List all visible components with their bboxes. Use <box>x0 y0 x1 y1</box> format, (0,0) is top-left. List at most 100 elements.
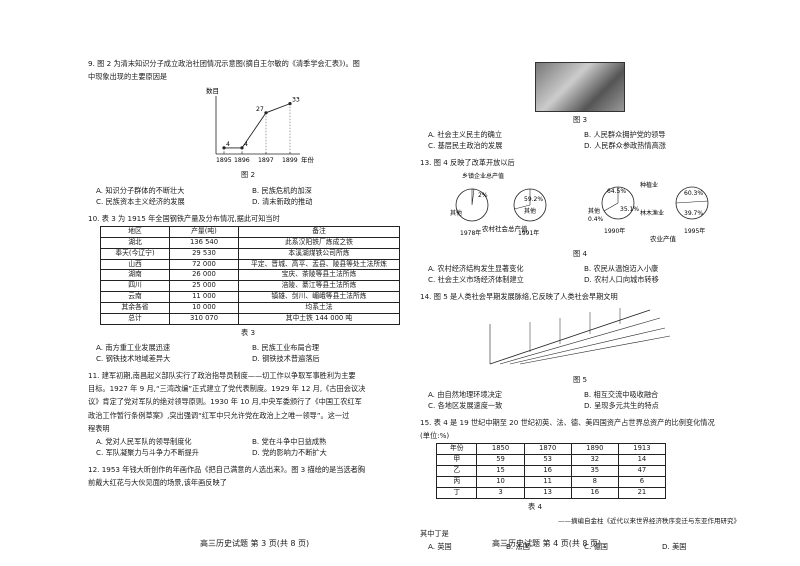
table3-cell: 其余各省 <box>100 302 170 314</box>
pie-1991-other: 其他 <box>524 207 536 215</box>
q15-source: ——摘编自金柱《近代以来世界经济秩序变迁与东亚作用研究》 <box>558 516 740 525</box>
table3-header: 备注 <box>238 226 400 238</box>
fig4-forestry-label: 林木渔业 <box>640 209 664 217</box>
table4-cell: 3 <box>476 486 525 499</box>
q11-option-d[interactable]: D. 党的影响力不断扩大 <box>252 448 327 458</box>
table3-cell: 310 070 <box>169 312 239 325</box>
q9-option-c[interactable]: C. 民族资本主义经济的发展 <box>96 196 185 206</box>
q11-option-c[interactable]: C. 军队凝聚力与斗争力不断提升 <box>96 448 200 458</box>
q10-option-d[interactable]: D. 钢铁技术普遍落后 <box>252 354 320 363</box>
table4-header: 年份 <box>435 443 478 456</box>
q9-stem-2: 中现象出现的主要原因是 <box>88 72 168 82</box>
figure-3-photo <box>535 62 625 112</box>
q13-option-c[interactable]: C. 社会主义市场经济体制建立 <box>428 275 524 285</box>
table3-cell: 此系汉阳铁厂炼成之铁 <box>238 236 400 249</box>
q10-option-b[interactable]: B. 民族工业布局合理 <box>252 342 320 352</box>
table3-cell: 湖北 <box>100 236 170 249</box>
left-footer: 高三历史试题 第 3 页(共 8 页) <box>200 539 310 548</box>
q9-option-b[interactable]: B. 民族危机的加深 <box>252 185 312 195</box>
table3-cell: 72 000 <box>169 258 239 271</box>
table4-cell: 32 <box>570 454 619 467</box>
q12-line-1: 12. 1953 年钱大昕创作的年画作品《把自己满意的人选出来》。图 3 描绘的… <box>88 465 366 475</box>
table3-cell: 奉天(今辽宁) <box>100 247 170 260</box>
pie-1995-value-2: 39.7% <box>684 210 703 217</box>
q15-options: A. 英国 B. 法国 C. 德国 D. 美国 <box>428 541 740 552</box>
table4-caption: 表 4 <box>527 501 543 511</box>
table3-cell: 宝庆、茶陵等县土法所炼 <box>238 269 400 282</box>
fig3-caption: 图 3 <box>572 115 588 124</box>
table4-cell: 53 <box>523 454 572 467</box>
q9-option-a[interactable]: A. 知识分子群体的不断壮大 <box>96 185 185 195</box>
pie-1978-year: 1978年 <box>460 229 481 237</box>
q13-stem: 13. 图 4 反映了改革开放以后 <box>420 158 515 168</box>
q12-options: A. 社会主义民主的确立 B. 人民群众拥护党的领导 C. 基层民主政治的发展 … <box>428 129 740 151</box>
q12-option-b[interactable]: B. 人民群众拥护党的领导 <box>584 130 666 140</box>
table3-cell: 10 000 <box>169 302 239 314</box>
table3-cell: 镇雄、剑川、嵋峨等县土法所炼 <box>238 291 400 303</box>
q15-option-a[interactable]: A. 英国 <box>428 541 452 551</box>
table3-cell: 29 530 <box>169 247 239 260</box>
fig2-point <box>288 102 292 106</box>
figure-5-timeline <box>489 308 671 365</box>
table3-header: 地区 <box>100 226 170 238</box>
table4-cell: 10 <box>476 475 525 488</box>
fig2-data-label: 33 <box>292 97 300 104</box>
pie-1978-slice <box>471 188 475 205</box>
q15-option-c[interactable]: C. 德国 <box>584 541 608 551</box>
q14-option-a[interactable]: A. 由自然地理环境决定 <box>428 389 503 399</box>
fig2-data-label: 27 <box>256 106 264 113</box>
pie-1990-year: 1990年 <box>604 227 625 235</box>
q14-stem: 14. 图 5 是人类社会早期发展脉络,它反映了人类社会早期文明 <box>420 292 618 302</box>
table3-cell: 湖南 <box>100 269 170 282</box>
q9-option-d[interactable]: D. 清末新政的推动 <box>252 196 313 206</box>
table4-cell: 16 <box>570 486 619 499</box>
q14-option-d[interactable]: D. 呈现多元共生的特点 <box>584 400 659 410</box>
fig2-ylabel: 数目 <box>206 86 219 95</box>
fig5-caption: 图 5 <box>572 374 588 384</box>
table3-cell: 四川 <box>100 280 170 293</box>
q11-option-a[interactable]: A. 党对人民军队的领导制度化 <box>96 436 192 446</box>
q13-option-a[interactable]: A. 农村经济结构发生显著变化 <box>428 263 524 273</box>
q15-option-d[interactable]: D. 美国 <box>662 541 687 551</box>
table3-cell: 平定、晋城、高平、盂县、陵县等处土法所炼 <box>238 258 400 271</box>
q12-line-2: 前戴大红花与大伙见面的场景,该年画反映了 <box>88 478 227 488</box>
q9-stem-1: 9. 图 2 为清末知识分子成立政治社团情况示意图(摘自王尔敏的《清季学会汇表》… <box>88 59 360 68</box>
fig4-caption: 图 4 <box>572 248 588 258</box>
table3-cell: 本溪湖煤铁公司所炼 <box>238 247 400 260</box>
q12-option-d[interactable]: D. 人民群众参政热情高涨 <box>584 141 666 151</box>
table3-cell: 25 000 <box>169 280 239 293</box>
q14-options: A. 由自然地理环境决定 B. 相互交流中吸收融合 C. 各地区发展速度一致 D… <box>428 389 740 411</box>
q15-stem: 15. 表 4 是 19 世纪中期至 20 世纪初英、法、德、美四国资产占世界总… <box>420 418 715 428</box>
q14-option-c[interactable]: C. 各地区发展速度一致 <box>428 400 503 410</box>
table4-cell: 13 <box>523 486 572 499</box>
q15-option-b[interactable]: B. 法国 <box>506 541 530 551</box>
q11-option-b[interactable]: B. 党在斗争中日益成熟 <box>252 436 327 446</box>
pie-1978-value: 2% <box>478 192 488 199</box>
table3-header: 产量(吨) <box>169 226 239 238</box>
q10-option-a[interactable]: A. 南方重工业发展迅速 <box>96 342 171 352</box>
q13-option-b[interactable]: B. 农民从温饱迈入小康 <box>584 263 659 273</box>
q14-option-b[interactable]: B. 相互交流中吸收融合 <box>584 389 659 399</box>
q12-option-a[interactable]: A. 社会主义民主的确立 <box>428 130 503 140</box>
q15-unit: (单位:%) <box>420 431 450 441</box>
q12-option-c[interactable]: C. 基层民主政治的发展 <box>428 141 503 151</box>
fig2-series-line <box>224 103 291 149</box>
fig2-x-tick-label: 1895 <box>216 157 232 164</box>
pie-1991-year: 1991年 <box>518 229 539 237</box>
table3-cell: 其中土铁 144 000 吨 <box>238 312 400 325</box>
table3-cell: 总计 <box>100 312 170 325</box>
fig4-planting-label: 种植业 <box>640 181 658 189</box>
fig4-township-label: 乡镇企业总产值 <box>462 172 504 180</box>
table4-cell: 乙 <box>435 465 478 477</box>
right-page: 图 3 A. 社会主义民主的确立 B. 人民群众拥护党的领导 C. 基层民主政治… <box>420 62 740 552</box>
fig2-caption: 图 2 <box>240 170 256 180</box>
q10-option-c[interactable]: C. 钢铁技术地域差异大 <box>96 354 171 363</box>
table4-header: 1850 <box>476 443 525 456</box>
q13-option-d[interactable]: D. 农村人口向城市转移 <box>584 275 659 285</box>
q11-line-1: 11. 建军初期,南昌起义部队实行了政治指导员制度——切工作以争取军事胜利为主要 <box>88 371 356 381</box>
